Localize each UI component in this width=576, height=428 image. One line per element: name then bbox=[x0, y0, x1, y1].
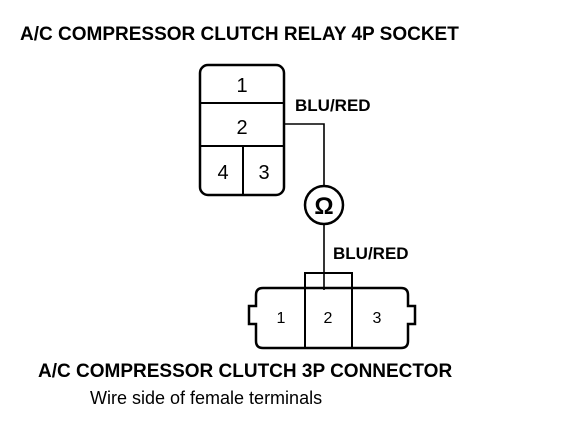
relay-socket-title: A/C COMPRESSOR CLUTCH RELAY 4P SOCKET bbox=[20, 24, 459, 45]
connector-pin-2: 2 bbox=[324, 310, 333, 327]
connector-title: A/C COMPRESSOR CLUTCH 3P CONNECTOR bbox=[38, 361, 452, 382]
connector-pin-1: 1 bbox=[277, 310, 286, 327]
relay-pin-4: 4 bbox=[217, 162, 228, 184]
relay-socket bbox=[198, 63, 286, 197]
wire-label-bottom: BLU/RED bbox=[333, 244, 409, 263]
ohm-icon: Ω bbox=[314, 193, 333, 220]
relay-pin-1: 1 bbox=[236, 75, 247, 97]
wire-top bbox=[284, 123, 325, 186]
relay-pin-2: 2 bbox=[236, 117, 247, 139]
connector-subtitle: Wire side of female terminals bbox=[90, 388, 322, 408]
compressor-connector bbox=[247, 272, 417, 350]
relay-pin-3: 3 bbox=[258, 162, 269, 184]
connector-pin-3: 3 bbox=[373, 310, 382, 327]
wire-label-top: BLU/RED bbox=[295, 96, 371, 115]
